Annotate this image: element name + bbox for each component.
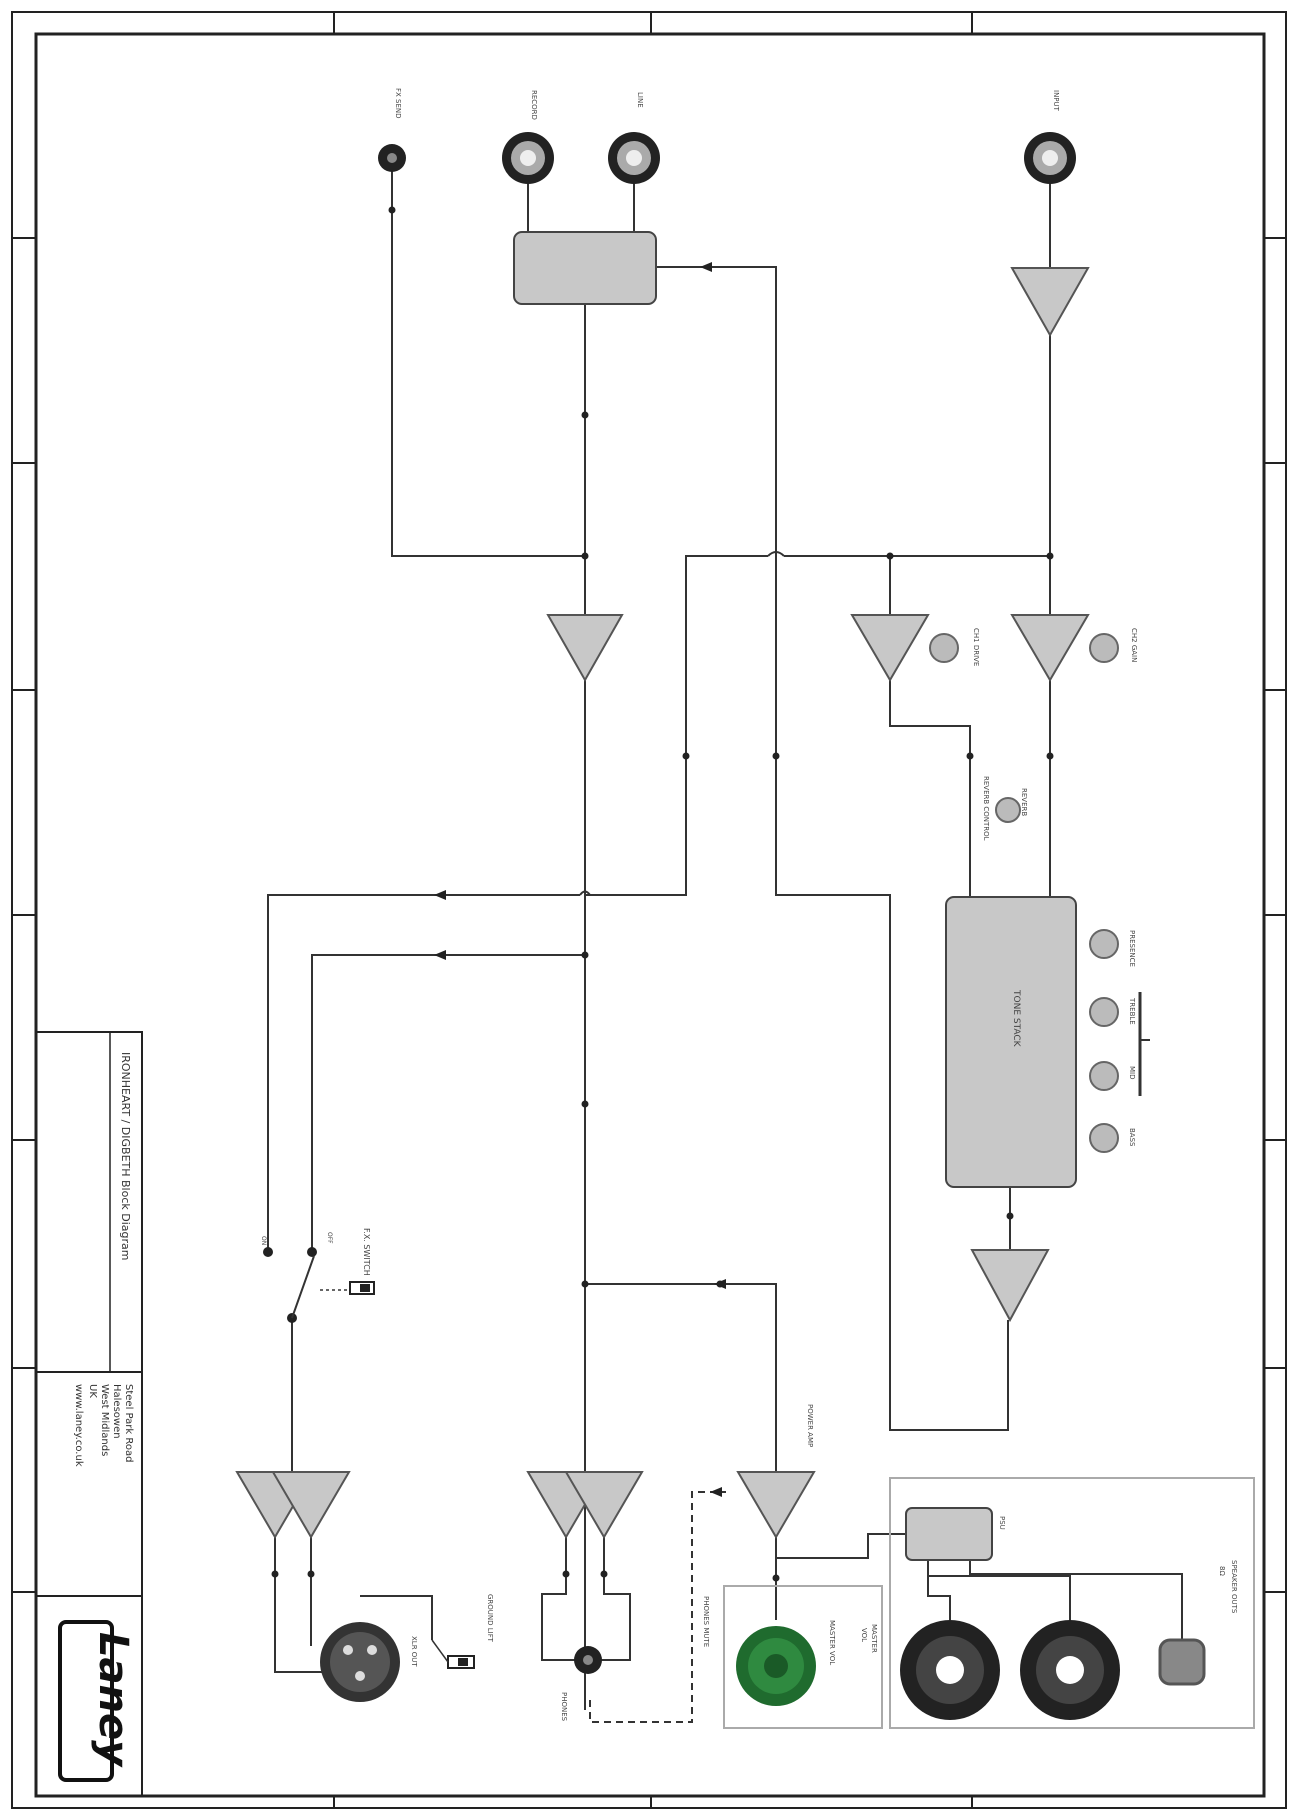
address-line-1: Steel Park Road	[123, 1384, 134, 1462]
bass-label: BASS	[1128, 1128, 1136, 1147]
xlr-amp-b	[271, 1471, 351, 1539]
record-label: RECORD	[530, 90, 538, 120]
tone-stack-box	[945, 896, 1077, 1188]
ground-lift-switch-inner	[458, 1658, 468, 1666]
frame-ticks	[12, 12, 1286, 1808]
reverb-knob	[995, 797, 1021, 823]
switch-off-label: OFF	[326, 1232, 333, 1244]
line-label: LINE	[636, 92, 644, 108]
laney-logo-text: Laney	[90, 1632, 136, 1768]
master-vol-label: MASTER VOL	[828, 1620, 836, 1665]
ch1-drive-label: CH1 DRIVE	[972, 628, 980, 666]
fx-switch-blade	[291, 1255, 315, 1319]
psu-label: PSU	[998, 1516, 1006, 1530]
signal-lines	[267, 158, 1183, 1710]
labels: FX SEND RECORD LINE INPUT CH1 DRIVE CH2 …	[260, 88, 1238, 1722]
ch1-amp	[850, 614, 930, 682]
xlr-out-label: XLR OUT	[410, 1636, 418, 1667]
mid-knob	[1089, 1061, 1119, 1091]
address-line-2: Halesowen	[111, 1384, 122, 1439]
junction-dots	[263, 206, 1054, 1582]
amplifiers	[235, 267, 1090, 1539]
tone-output-amp	[970, 1249, 1050, 1323]
input-jack	[1024, 132, 1076, 184]
ch2-amp	[1010, 614, 1090, 682]
reverb-note: REVERB CONTROL	[982, 776, 990, 841]
phones-amp-b	[564, 1471, 644, 1539]
power-amp	[736, 1471, 816, 1539]
bass-knob	[1089, 1123, 1119, 1153]
presence-knob	[1089, 929, 1119, 959]
input-amp	[1010, 267, 1090, 338]
address-line-4: UK	[87, 1384, 98, 1398]
arrow-heads	[434, 262, 726, 1497]
speaker-section-frame	[889, 1477, 1255, 1729]
treble-label: TREBLE	[1128, 997, 1136, 1025]
ch2-gain-label: CH2 GAIN	[1130, 628, 1138, 662]
website: www.laney.co.uk	[73, 1384, 84, 1467]
psu-box	[905, 1507, 993, 1561]
output-buffer-box	[513, 231, 657, 305]
ground-lift-link	[431, 1639, 449, 1663]
speaker-sub-label: 8Ω	[1218, 1566, 1226, 1576]
phones-label: PHONES	[560, 1692, 568, 1722]
fx-send-jack-center	[387, 153, 397, 163]
master-sub-label: VOL	[860, 1628, 868, 1642]
fx-send-amp	[546, 614, 624, 683]
speaker-out-2	[1020, 1620, 1120, 1720]
master-label: MASTER	[870, 1624, 878, 1653]
presence-label: PRESENCE	[1128, 930, 1136, 967]
speaker-outs-label: SPEAKER OUTS	[1230, 1560, 1238, 1614]
speaker-out-1	[900, 1620, 1000, 1720]
fx-send-label: FX SEND	[394, 88, 402, 119]
reverb-label: REVERB	[1020, 788, 1028, 816]
line-jack	[608, 132, 660, 184]
drawing-title: IRONHEART / DIGBETH Block Diagram	[119, 1052, 132, 1260]
mid-label: MID	[1128, 1066, 1136, 1080]
treble-knob	[1089, 997, 1119, 1027]
master-vol-knob	[736, 1626, 816, 1706]
master-section-frame	[723, 1585, 883, 1729]
phones-jack-center	[583, 1655, 593, 1665]
fx-switch-label: F.X. SWITCH	[362, 1228, 371, 1276]
title-block: IRONHEART / DIGBETH Block Diagram Steel …	[35, 1031, 143, 1797]
power-amp-label: POWER AMP	[806, 1404, 814, 1447]
ch1-drive-knob	[929, 633, 959, 663]
laney-logo	[58, 1620, 114, 1782]
input-label: INPUT	[1052, 90, 1060, 112]
address-line-3: West Midlands	[99, 1384, 110, 1456]
tone-stack-label: TONE STACK	[1011, 989, 1021, 1048]
xlr-connector	[320, 1622, 400, 1702]
small-knobs	[929, 633, 1119, 1153]
phones-mute-line	[589, 1491, 726, 1723]
outer-frame	[11, 11, 1287, 1809]
speaker-selector	[1158, 1638, 1206, 1686]
ground-lift-label: GROUND LIFT	[486, 1594, 494, 1643]
record-jack	[502, 132, 554, 184]
switch-on-label: ON	[260, 1236, 267, 1245]
ch2-gain-knob	[1089, 633, 1119, 663]
fx-switch-actuator-inner	[360, 1284, 370, 1292]
phones-mute-label: PHONES MUTE	[702, 1596, 710, 1647]
